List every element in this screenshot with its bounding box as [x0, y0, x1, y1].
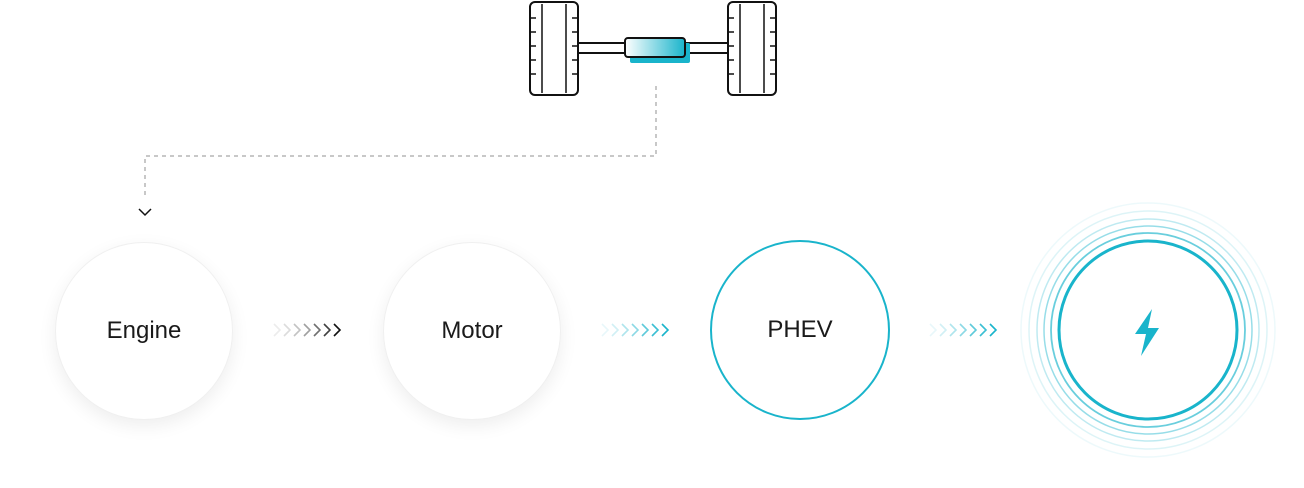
- motor-node: Motor: [383, 242, 561, 420]
- dashed-connector-line: [138, 86, 657, 217]
- phev-node: PHEV: [710, 240, 890, 420]
- ev-node: [1020, 202, 1276, 458]
- chevrons-right-icon: [929, 323, 998, 337]
- motor-label: Motor: [441, 317, 503, 344]
- chevrons-right-icon: [273, 323, 342, 337]
- chevrons-right-icon: [601, 323, 670, 337]
- drivetrain-axle-icon: [529, 1, 777, 96]
- engine-label: Engine: [106, 317, 182, 344]
- lightning-bolt-icon: [1135, 309, 1159, 356]
- chevron-down-icon: [138, 208, 152, 217]
- phev-label: PHEV: [767, 316, 833, 343]
- engine-node: Engine: [55, 242, 233, 420]
